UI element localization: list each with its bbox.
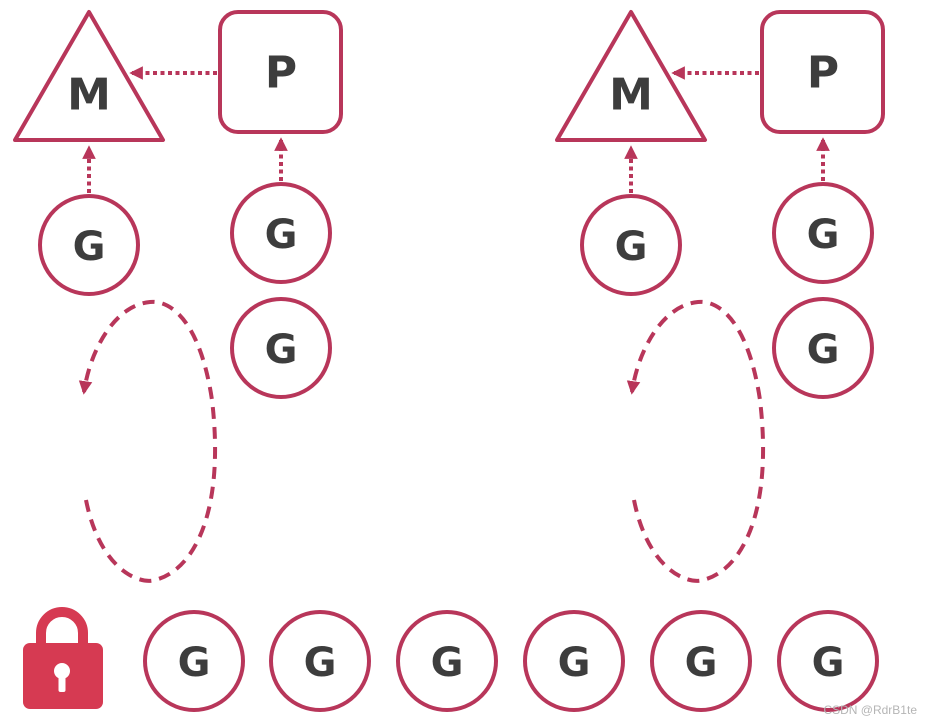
global-queue: G G G G G G — [23, 607, 879, 712]
global-queue-goroutine-5: G — [650, 610, 752, 712]
right-machine-label: M — [609, 70, 653, 121]
left-loop-arrow — [78, 299, 217, 583]
left-running-goroutine: G — [38, 194, 140, 296]
left-running-goroutine-label: G — [73, 224, 106, 270]
right-running-goroutine-label: G — [615, 224, 648, 270]
right-machine-node: M — [555, 10, 707, 142]
right-local-queue-goroutine-2: G — [772, 297, 874, 399]
left-processor-node: P — [218, 10, 343, 134]
watermark: CSDN @RdrB1te — [823, 703, 917, 717]
global-queue-goroutine-2: G — [269, 610, 371, 712]
global-goroutine-5-label: G — [685, 640, 718, 686]
left-machine-node: M — [13, 10, 165, 142]
right-local-queue-goroutine-1: G — [772, 182, 874, 284]
global-goroutine-3-label: G — [431, 640, 464, 686]
global-goroutine-4-label: G — [558, 640, 591, 686]
left-local-queue-goroutine-1: G — [230, 182, 332, 284]
global-queue-goroutine-3: G — [396, 610, 498, 712]
left-local-queue-goroutine-2: G — [230, 297, 332, 399]
right-loop-arrow — [626, 299, 765, 583]
left-local-goroutine-1-label: G — [265, 212, 298, 258]
right-processor-label: P — [807, 48, 839, 99]
left-group: M P G G G — [13, 10, 343, 583]
right-running-goroutine: G — [580, 194, 682, 296]
right-local-goroutine-1-label: G — [807, 212, 840, 258]
global-queue-goroutine-1: G — [143, 610, 245, 712]
global-queue-goroutine-6: G — [777, 610, 879, 712]
global-goroutine-1-label: G — [178, 640, 211, 686]
right-processor-node: P — [760, 10, 885, 134]
right-local-goroutine-2-label: G — [807, 327, 840, 373]
global-goroutine-2-label: G — [304, 640, 337, 686]
right-group: M P G G G — [555, 10, 885, 583]
left-machine-label: M — [67, 70, 111, 121]
global-queue-goroutine-4: G — [523, 610, 625, 712]
padlock-icon — [23, 607, 103, 709]
global-goroutine-6-label: G — [812, 640, 845, 686]
left-local-goroutine-2-label: G — [265, 327, 298, 373]
left-processor-label: P — [265, 48, 297, 99]
